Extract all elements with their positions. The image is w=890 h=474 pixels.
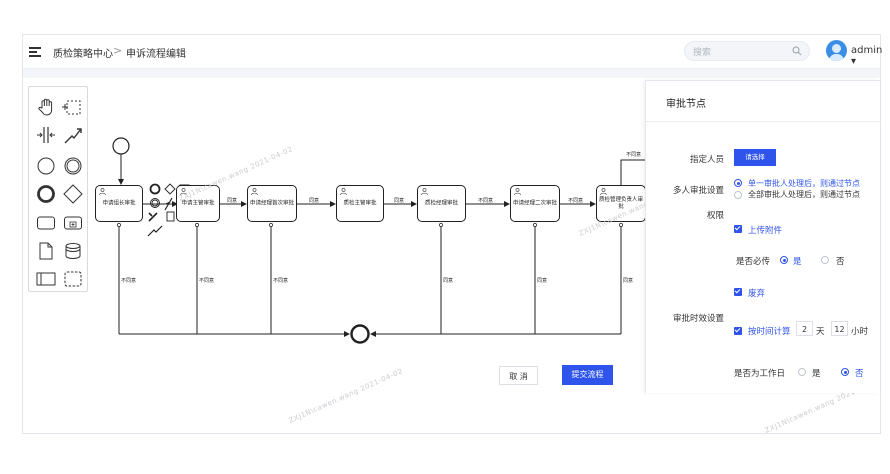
menu-toggle-icon[interactable]	[29, 47, 41, 57]
timeout-setting-label: 审批时效设置	[673, 314, 725, 324]
top-bar: 质检策略中心 > 申诉流程编辑 搜索 admin ▾	[23, 35, 883, 69]
intermediate-event-icon[interactable]	[62, 155, 84, 177]
required-yes-radio[interactable]	[780, 256, 788, 264]
cancel-button[interactable]: 取 消	[499, 366, 538, 385]
user-icon	[180, 188, 187, 195]
multi-option-single-label[interactable]: 单一审批人处理后，则通过节点	[748, 179, 860, 188]
lasso-tool-icon[interactable]	[62, 96, 84, 118]
days-unit: 天	[816, 327, 825, 337]
pool-icon[interactable]	[35, 268, 57, 290]
properties-panel: 审批节点 指定人员 请选择 多人审批设置 单一审批人处理后，则通过节点 全部审批…	[645, 80, 881, 393]
connect-tool-icon[interactable]	[62, 124, 84, 146]
task-manager-second-approval[interactable]: 申请经理二次审批	[510, 185, 560, 222]
flow-label-disagree: 不同意	[568, 198, 584, 204]
breadcrumb-separator: >	[113, 44, 123, 57]
data-object-icon[interactable]	[35, 240, 57, 262]
task-icon[interactable]	[35, 212, 57, 234]
end-event-icon[interactable]	[35, 183, 57, 205]
sub-bar	[23, 69, 880, 78]
panel-divider	[646, 121, 881, 122]
workday-no-label[interactable]: 否	[855, 369, 864, 379]
flow-label-agree: 同意	[537, 278, 548, 284]
days-input[interactable]: 2	[796, 321, 813, 336]
search-placeholder: 搜索	[693, 48, 712, 58]
discard-checkbox[interactable]	[734, 288, 742, 296]
discard-label[interactable]: 废弃	[748, 289, 766, 299]
group-icon[interactable]	[62, 268, 84, 290]
workday-no-radio[interactable]	[841, 368, 849, 376]
workday-yes-label[interactable]: 是	[812, 369, 821, 379]
start-event-icon[interactable]	[35, 155, 57, 177]
task-label: 申请经理首次审批	[250, 200, 295, 206]
task-qc-supervisor-approval[interactable]: 质检主管审批	[336, 185, 384, 222]
search-icon	[792, 46, 802, 56]
multi-option-single-radio[interactable]	[734, 179, 742, 187]
flow-label-agree: 同意	[394, 198, 405, 204]
breadcrumb-item-strategy[interactable]: 质检策略中心	[53, 49, 113, 60]
hand-tool-icon[interactable]	[35, 96, 57, 118]
select-assignee-button[interactable]: 请选择	[734, 149, 776, 166]
space-tool-icon[interactable]	[35, 124, 57, 146]
assignee-label: 指定人员	[690, 155, 725, 165]
user-icon	[514, 188, 521, 195]
task-team-leader-approval[interactable]: 申请组长审批	[95, 185, 143, 222]
required-upload-label: 是否必传	[736, 257, 771, 267]
flow-label-disagree: 不同意	[121, 278, 137, 284]
panel-title: 审批节点	[666, 99, 706, 110]
workday-yes-radio[interactable]	[798, 368, 806, 376]
required-no-label[interactable]: 否	[836, 257, 845, 267]
multi-option-all-label[interactable]: 全部审批人处理后，则通过节点	[748, 190, 860, 199]
task-label: 质检经理审批	[424, 200, 458, 206]
upload-attachment-checkbox[interactable]	[734, 225, 742, 233]
flow-label-disagree: 不同意	[478, 198, 494, 204]
breadcrumb-item-current: 申诉流程编辑	[126, 49, 186, 60]
subprocess-icon[interactable]	[62, 212, 84, 234]
task-label: 质检管理负责人审批	[599, 196, 644, 210]
end-event[interactable]	[350, 324, 370, 344]
start-event[interactable]	[112, 137, 130, 155]
required-yes-label[interactable]: 是	[793, 257, 802, 267]
hours-input[interactable]: 12	[831, 321, 848, 336]
user-icon	[600, 188, 607, 195]
user-menu[interactable]: admin ▾	[851, 45, 883, 67]
workday-label: 是否为工作日	[734, 369, 786, 379]
task-label: 申请经理二次审批	[513, 200, 558, 206]
flow-label-agree: 同意	[309, 198, 320, 204]
task-manager-first-approval[interactable]: 申请经理首次审批	[247, 185, 297, 222]
required-no-radio[interactable]	[821, 256, 829, 264]
timing-checkbox[interactable]	[734, 327, 742, 335]
flow-label-agree: 同意	[443, 278, 454, 284]
gateway-icon[interactable]	[62, 183, 84, 205]
hours-unit: 小时	[851, 327, 869, 337]
timing-label[interactable]: 按时间计算	[748, 327, 791, 337]
flow-label-disagree: 不同意	[273, 278, 289, 284]
data-store-icon[interactable]	[62, 240, 84, 262]
search-input[interactable]: 搜索	[684, 41, 810, 61]
task-label: 申请组长审批	[102, 200, 136, 206]
upload-attachment-label[interactable]: 上传附件	[748, 226, 783, 236]
tool-palette	[28, 86, 88, 292]
flow-label-agree: 同意	[623, 278, 634, 284]
flow-label-disagree: 不同意	[626, 152, 642, 158]
task-supervisor-approval[interactable]: 申请主管审批	[176, 185, 220, 222]
user-icon	[421, 188, 428, 195]
user-icon	[251, 188, 258, 195]
submit-flow-button[interactable]: 提交流程	[562, 365, 613, 385]
flow-label-disagree: 不同意	[199, 278, 215, 284]
permission-label: 权限	[707, 211, 725, 221]
task-qc-manager-approval[interactable]: 质检经理审批	[417, 185, 466, 222]
user-icon	[99, 188, 106, 195]
task-label: 质检主管审批	[343, 200, 377, 206]
flow-label-agree: 同意	[227, 198, 238, 204]
multi-approve-label: 多人审批设置	[673, 186, 725, 196]
task-label: 申请主管审批	[181, 200, 215, 206]
multi-option-all-radio[interactable]	[734, 191, 742, 199]
avatar[interactable]	[826, 40, 847, 61]
user-icon	[340, 188, 347, 195]
